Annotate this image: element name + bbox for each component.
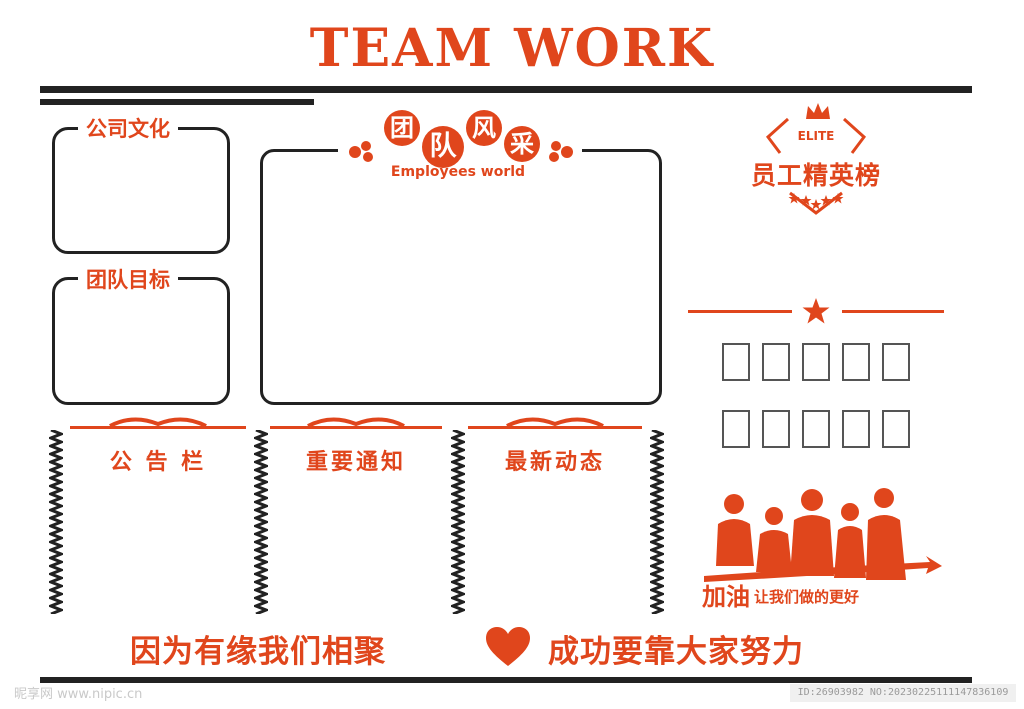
- flower-icon: [549, 141, 573, 162]
- column-header-1: [70, 412, 246, 432]
- heart-icon: [486, 627, 530, 666]
- cheer-sub: 让我们做的更好: [754, 588, 860, 606]
- page-title: TEAM WORK: [309, 18, 715, 79]
- slogan-right: 成功要靠大家努力: [548, 634, 804, 670]
- team-goal-frame: [52, 277, 230, 405]
- elite-photo-slot: [802, 410, 830, 448]
- elite-photo-slot: [722, 410, 750, 448]
- team-style-subtitle: Employees world: [390, 164, 526, 180]
- column-header-3: [468, 412, 642, 432]
- elite-photo-slot: [762, 410, 790, 448]
- company-culture-label: 公司文化: [78, 113, 178, 143]
- column-title-notices: 重要通知: [305, 450, 406, 475]
- elite-photo-row-1: [722, 343, 910, 381]
- star-icon: [788, 193, 844, 210]
- elite-photo-slot: [842, 343, 870, 381]
- ribbon-icon: [307, 417, 405, 428]
- star-icon: [802, 298, 830, 324]
- cheer-main: 加油: [702, 583, 750, 611]
- column-title-announcements: 公 告 栏: [109, 450, 207, 475]
- team-silhouette-icon: [704, 488, 942, 582]
- elite-photo-slot: [802, 343, 830, 381]
- elite-badge-text: ELITE: [797, 129, 835, 143]
- elite-photo-slot: [842, 410, 870, 448]
- slogan-left: 因为有缘我们相聚: [130, 634, 386, 670]
- elite-photo-slot: [762, 343, 790, 381]
- elite-divider-left: [688, 310, 792, 313]
- team-style-char-3: 风: [466, 110, 502, 146]
- footer-bar: [40, 677, 972, 683]
- team-style-char-1: 团: [384, 110, 420, 146]
- flower-icon: [349, 141, 373, 162]
- team-style-header: 团 队 风 采 Employees world: [338, 104, 582, 186]
- crown-icon: [806, 103, 830, 119]
- company-culture-frame: [52, 127, 230, 254]
- header-bar-long: [40, 86, 972, 93]
- column-header-2: [270, 412, 442, 432]
- team-style-frame: [260, 149, 662, 405]
- elite-photo-slot: [882, 410, 910, 448]
- team-goal-label: 团队目标: [78, 264, 178, 294]
- elite-laurel-icon: [765, 117, 867, 215]
- column-zigzag-4: [650, 430, 664, 614]
- elite-title: 员工精英榜: [750, 161, 881, 190]
- elite-divider-right: [842, 310, 944, 313]
- column-zigzag-1: [49, 430, 63, 614]
- ribbon-icon: [506, 417, 604, 428]
- elite-photo-row-2: [722, 410, 910, 448]
- column-zigzag-2: [254, 430, 268, 614]
- watermark-right: ID:26903982 NO:20230225111147836109: [790, 684, 1016, 702]
- elite-photo-slot: [882, 343, 910, 381]
- team-style-char-4: 采: [504, 126, 540, 162]
- column-zigzag-3: [451, 430, 465, 614]
- watermark-left: 昵享网 www.nipic.cn: [14, 687, 143, 702]
- team-style-char-2: 队: [422, 126, 464, 168]
- column-title-latest-news: 最新动态: [504, 450, 605, 475]
- ribbon-icon: [109, 417, 207, 428]
- header-bar-short: [40, 99, 314, 105]
- elite-photo-slot: [722, 343, 750, 381]
